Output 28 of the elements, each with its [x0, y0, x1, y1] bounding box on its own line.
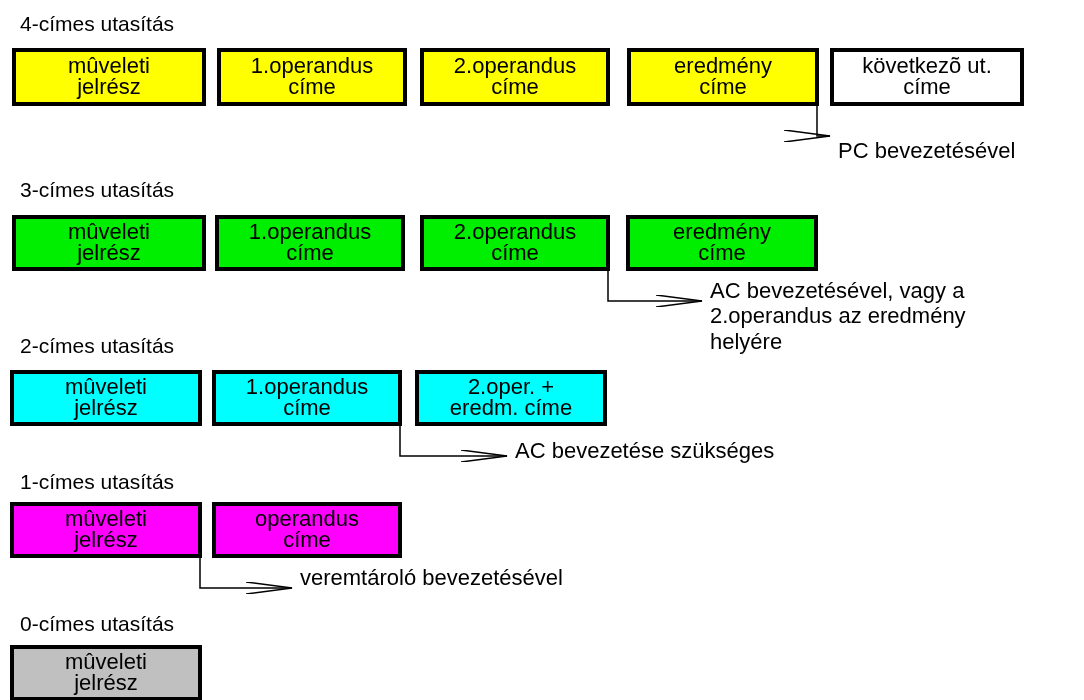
field-box: 1.operandus címe [217, 48, 407, 106]
field-box: eredmény címe [627, 48, 819, 106]
row-heading: 4-címes utasítás [20, 12, 175, 36]
arrow [199, 557, 293, 595]
field-box: mûveleti jelrész [10, 502, 202, 558]
annotation-text: veremtároló bevezetésével [300, 565, 700, 591]
field-box: következõ ut. címe [830, 48, 1024, 106]
row-heading: 0-címes utasítás [20, 612, 175, 636]
row-heading: 3-címes utasítás [20, 178, 175, 202]
field-box: mûveleti jelrész [12, 48, 206, 106]
arrow [607, 270, 703, 308]
field-box: mûveleti jelrész [10, 370, 202, 426]
field-box: mûveleti jelrész [10, 645, 202, 700]
field-box: operandus címe [212, 502, 402, 558]
row-heading: 2-címes utasítás [20, 334, 175, 358]
field-box: 1.operandus címe [215, 215, 405, 271]
field-box: eredmény címe [626, 215, 818, 271]
annotation-text: AC bevezetésével, vagy a 2.operandus az eredmény helyére [710, 278, 1010, 354]
row-heading: 1-címes utasítás [20, 470, 175, 494]
field-box: 1.operandus címe [212, 370, 402, 426]
field-box: 2.oper. + eredm. címe [415, 370, 607, 426]
annotation-text: PC bevezetésével [838, 138, 1084, 164]
field-box: 2.operandus címe [420, 215, 610, 271]
arrow [783, 105, 831, 143]
annotation-text: AC bevezetése szükséges [515, 438, 915, 464]
field-box: mûveleti jelrész [12, 215, 206, 271]
arrow [399, 425, 508, 463]
field-box: 2.operandus címe [420, 48, 610, 106]
